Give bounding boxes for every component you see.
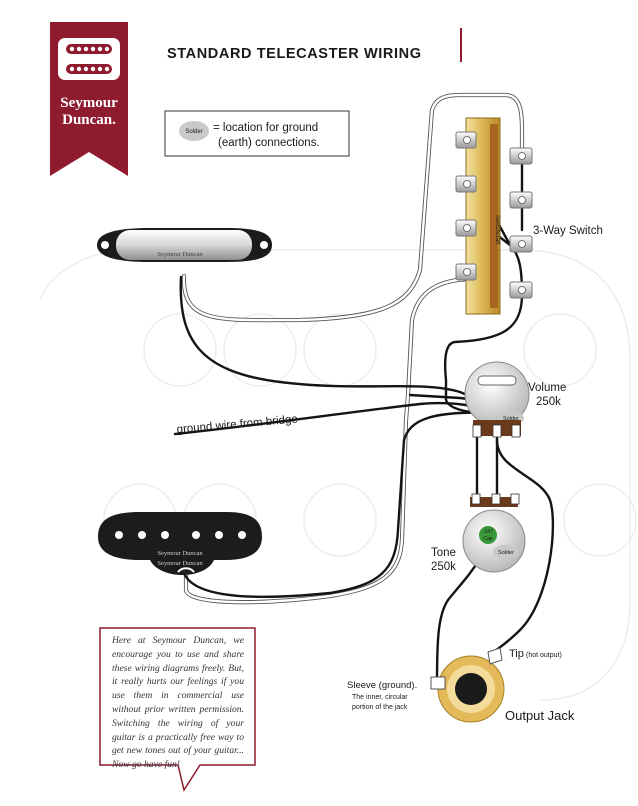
- volume-solder-label: Solder: [503, 416, 519, 422]
- note-bubble: [99, 627, 256, 792]
- volume-pot: Solder: [464, 361, 530, 438]
- ground-wire-label: ground wire from bridge: [176, 413, 298, 436]
- three-way-switch: Switchcraft: [455, 117, 533, 315]
- legend-text-line2: (earth) connections.: [218, 137, 320, 149]
- note-text: Here at Seymour Duncan, we encourage you…: [112, 635, 244, 771]
- cap-line2: Cap: [483, 536, 492, 542]
- legend-text-line1: = location for ground: [213, 122, 318, 134]
- switch-brand: Switchcraft: [494, 215, 500, 245]
- seymour-duncan-logo: Seymour Duncan.: [50, 22, 128, 176]
- jack-label: Output Jack: [505, 708, 575, 723]
- legend-solder-label: Solder: [185, 129, 202, 135]
- bridge-pickup: Seymour Duncan Seymour Duncan: [98, 512, 262, 575]
- tone-value: 250k: [431, 561, 456, 573]
- output-jack: [430, 647, 505, 723]
- volume-value: 250k: [536, 396, 561, 408]
- page-title: STANDARD TELECASTER WIRING: [167, 46, 422, 62]
- solder-legend: Solder = location for ground (earth) con…: [164, 110, 350, 157]
- switch-label: 3-Way Switch: [533, 225, 603, 237]
- cap-line1: .047: [483, 529, 493, 535]
- solder-blob-icon: [179, 121, 209, 141]
- logo-line1: Seymour: [60, 95, 118, 111]
- logo-line2: Duncan.: [62, 112, 116, 128]
- tone-label: Tone: [431, 547, 456, 559]
- tone-capacitor: [479, 526, 497, 544]
- bridge-pole-pieces: [115, 531, 246, 539]
- bridge-pickup-brand1: Seymour Duncan: [157, 550, 203, 557]
- tone-pot: .047 Cap Solder: [462, 493, 526, 573]
- bridge-pickup-brand2: Seymour Duncan: [157, 560, 203, 567]
- neck-pickup: Seymour Duncan: [97, 228, 272, 269]
- jack-tip-note: (hot output): [526, 652, 562, 659]
- jack-sleeve-note2: portion of the jack: [352, 704, 408, 711]
- volume-label: Volume: [528, 382, 566, 394]
- jack-sleeve-note1: The inner, circular: [352, 694, 408, 701]
- neck-pickup-brand: Seymour Duncan: [157, 251, 203, 258]
- tone-solder-label: Solder: [498, 550, 514, 556]
- jack-tip-label: Tip: [509, 648, 524, 660]
- jack-sleeve-label: Sleeve (ground).: [347, 680, 417, 691]
